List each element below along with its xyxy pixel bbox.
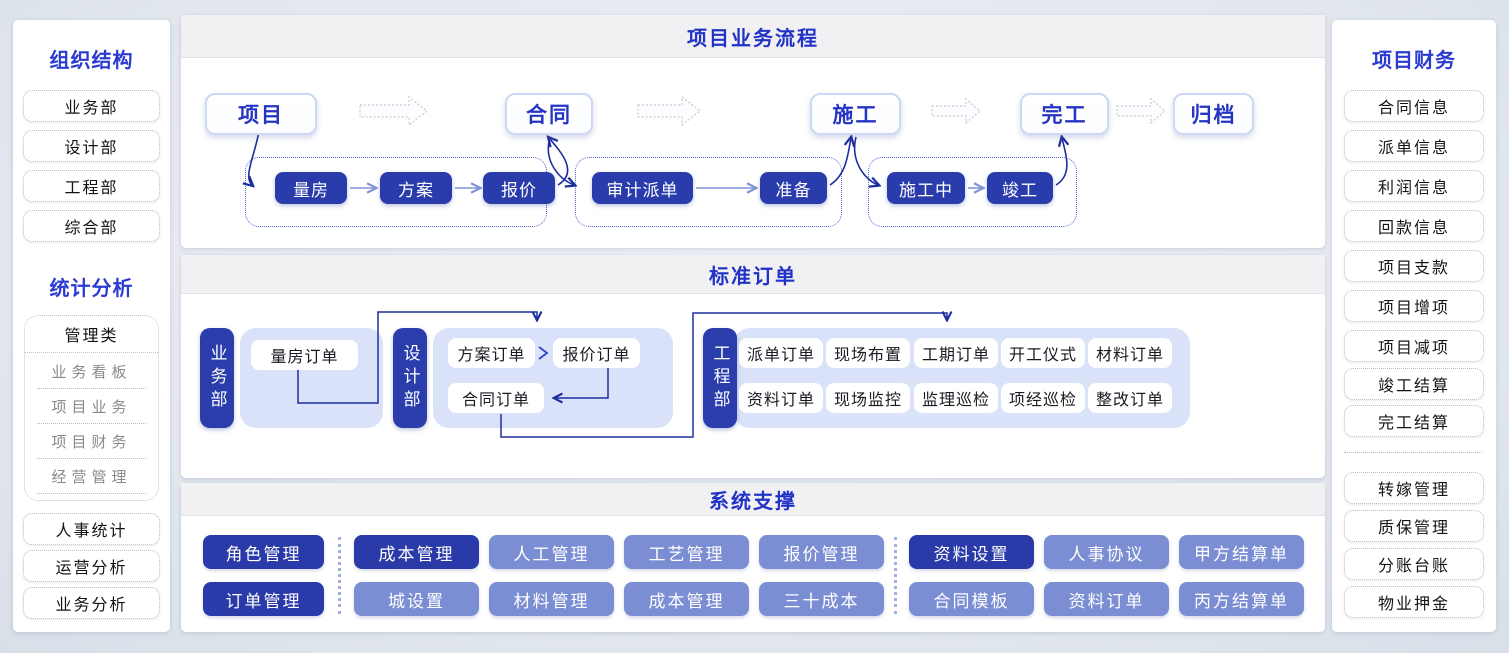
sidebar-item-warranty-mgmt[interactable]: 质保管理 xyxy=(1344,510,1484,542)
stage-archive[interactable]: 归档 xyxy=(1173,93,1254,135)
btn-partyC-settlement[interactable]: 丙方结算单 xyxy=(1179,582,1304,616)
btn-material-mgmt[interactable]: 材料管理 xyxy=(489,582,614,616)
step-prepare[interactable]: 准备 xyxy=(760,172,827,204)
orders-panel: 标准订单 业务部 量房订单 设计部 方案订单 报价订单 合同订单 工程部 派单订… xyxy=(181,255,1325,478)
order-schedule[interactable]: 工期订单 xyxy=(914,338,998,368)
order-measure[interactable]: 量房订单 xyxy=(251,340,358,370)
sidebar-item-contract-info[interactable]: 合同信息 xyxy=(1344,90,1484,122)
sidebar-item-payment-info[interactable]: 回款信息 xyxy=(1344,210,1484,242)
stage-project[interactable]: 项目 xyxy=(205,93,317,135)
flow-panel-title: 项目业务流程 xyxy=(687,27,819,50)
stage-construction[interactable]: 施工 xyxy=(810,93,901,135)
order-kickoff[interactable]: 开工仪式 xyxy=(1001,338,1085,368)
link-business-board[interactable]: 业务看板 xyxy=(37,361,146,389)
step-finish-work[interactable]: 竣工 xyxy=(987,172,1053,204)
step-quote[interactable]: 报价 xyxy=(483,172,555,204)
support-panel-title: 系统支撑 xyxy=(709,490,797,513)
link-project-finance[interactable]: 项目财务 xyxy=(37,431,146,459)
btn-doc-order[interactable]: 资料订单 xyxy=(1044,582,1169,616)
dept-pill-business[interactable]: 业务部 xyxy=(200,328,234,428)
order-rectify[interactable]: 整改订单 xyxy=(1088,383,1172,413)
management-links: 业务看板 项目业务 项目财务 经营管理 xyxy=(25,353,158,494)
sidebar-item-project-payout[interactable]: 项目支款 xyxy=(1344,250,1484,282)
btn-cost-mgmt[interactable]: 成本管理 xyxy=(354,535,479,569)
btn-doc-setting[interactable]: 资料设置 xyxy=(909,535,1034,569)
btn-thirty-cost[interactable]: 三十成本 xyxy=(759,582,884,616)
step-audit-dispatch[interactable]: 审计派单 xyxy=(592,172,693,204)
btn-cost-mgmt-2[interactable]: 成本管理 xyxy=(624,582,749,616)
orders-panel-title: 标准订单 xyxy=(709,265,797,288)
btn-craft-mgmt[interactable]: 工艺管理 xyxy=(624,535,749,569)
btn-order-mgmt[interactable]: 订单管理 xyxy=(203,582,324,616)
link-operation-mgmt[interactable]: 经营管理 xyxy=(37,466,146,494)
sidebar-item-transfer-mgmt[interactable]: 转嫁管理 xyxy=(1344,472,1484,504)
sidebar-item-property-deposit[interactable]: 物业押金 xyxy=(1344,586,1484,618)
sidebar-item-profit-info[interactable]: 利润信息 xyxy=(1344,170,1484,202)
order-document[interactable]: 资料订单 xyxy=(739,383,823,413)
order-supervision[interactable]: 监理巡检 xyxy=(914,383,998,413)
support-panel-header: 系统支撑 xyxy=(181,483,1325,516)
group-dispatch xyxy=(575,157,842,227)
sidebar-item-finish-settle[interactable]: 竣工结算 xyxy=(1344,368,1484,400)
project-finance-title: 项目财务 xyxy=(1372,50,1456,72)
support-panel: 系统支撑 角色管理 订单管理 成本管理 人工管理 工艺管理 报价管理 城设置 材… xyxy=(181,483,1325,632)
dept-pill-design[interactable]: 设计部 xyxy=(393,328,427,428)
stage-completion[interactable]: 完工 xyxy=(1020,93,1109,135)
btn-city-setting[interactable]: 城设置 xyxy=(354,582,479,616)
step-in-construction[interactable]: 施工中 xyxy=(887,172,965,204)
order-quote[interactable]: 报价订单 xyxy=(553,338,640,368)
orders-panel-header: 标准订单 xyxy=(181,255,1325,294)
right-sidebar-divider xyxy=(1344,452,1482,453)
order-pm-inspection[interactable]: 项经巡检 xyxy=(1001,383,1085,413)
sidebar-item-engineering-dept[interactable]: 工程部 xyxy=(23,170,160,202)
order-dispatch[interactable]: 派单订单 xyxy=(739,338,823,368)
order-site-layout[interactable]: 现场布置 xyxy=(826,338,910,368)
btn-hr-agreement[interactable]: 人事协议 xyxy=(1044,535,1169,569)
sidebar-item-design-dept[interactable]: 设计部 xyxy=(23,130,160,162)
sidebar-item-complete-settle[interactable]: 完工结算 xyxy=(1344,405,1484,437)
link-project-business[interactable]: 项目业务 xyxy=(37,396,146,424)
org-structure-title: 组织结构 xyxy=(49,50,134,72)
btn-quote-mgmt[interactable]: 报价管理 xyxy=(759,535,884,569)
btn-partyA-settlement[interactable]: 甲方结算单 xyxy=(1179,535,1304,569)
left-sidebar: 组织结构 业务部 设计部 工程部 综合部 统计分析 管理类 业务看板 项目业务 … xyxy=(13,20,170,632)
sidebar-item-dispatch-info[interactable]: 派单信息 xyxy=(1344,130,1484,162)
group-construction xyxy=(868,157,1077,227)
support-divider-2 xyxy=(894,537,897,614)
sidebar-item-project-reduce[interactable]: 项目减项 xyxy=(1344,330,1484,362)
flow-panel-header: 项目业务流程 xyxy=(181,15,1325,58)
sidebar-item-project-add[interactable]: 项目增项 xyxy=(1344,290,1484,322)
step-plan[interactable]: 方案 xyxy=(380,172,452,204)
order-contract[interactable]: 合同订单 xyxy=(448,383,544,413)
order-plan[interactable]: 方案订单 xyxy=(448,338,535,368)
btn-labor-mgmt[interactable]: 人工管理 xyxy=(489,535,614,569)
btn-contract-template[interactable]: 合同模板 xyxy=(909,582,1034,616)
sidebar-item-business-analysis[interactable]: 业务分析 xyxy=(23,587,160,619)
right-sidebar: 项目财务 合同信息 派单信息 利润信息 回款信息 项目支款 项目增项 项目减项 … xyxy=(1332,20,1496,632)
order-site-monitor[interactable]: 现场监控 xyxy=(826,383,910,413)
order-material[interactable]: 材料订单 xyxy=(1088,338,1172,368)
sidebar-item-business-dept[interactable]: 业务部 xyxy=(23,90,160,122)
stage-contract[interactable]: 合同 xyxy=(505,93,593,135)
management-group: 管理类 业务看板 项目业务 项目财务 经营管理 xyxy=(24,315,159,501)
step-measure-room[interactable]: 量房 xyxy=(275,172,347,204)
sidebar-item-general-dept[interactable]: 综合部 xyxy=(23,210,160,242)
management-button[interactable]: 管理类 xyxy=(25,316,158,353)
sidebar-item-hr-stats[interactable]: 人事统计 xyxy=(23,513,160,545)
dept-pill-engineering[interactable]: 工程部 xyxy=(703,328,737,428)
sidebar-item-operation-analysis[interactable]: 运营分析 xyxy=(23,550,160,582)
stats-analysis-title: 统计分析 xyxy=(49,278,134,300)
sidebar-item-ledger[interactable]: 分账台账 xyxy=(1344,548,1484,580)
support-divider-1 xyxy=(338,537,341,614)
flow-panel: 项目业务流程 项目 合同 施工 完工 归档 量房 方案 报价 审计派单 准备 施… xyxy=(181,15,1325,248)
btn-role-mgmt[interactable]: 角色管理 xyxy=(203,535,324,569)
